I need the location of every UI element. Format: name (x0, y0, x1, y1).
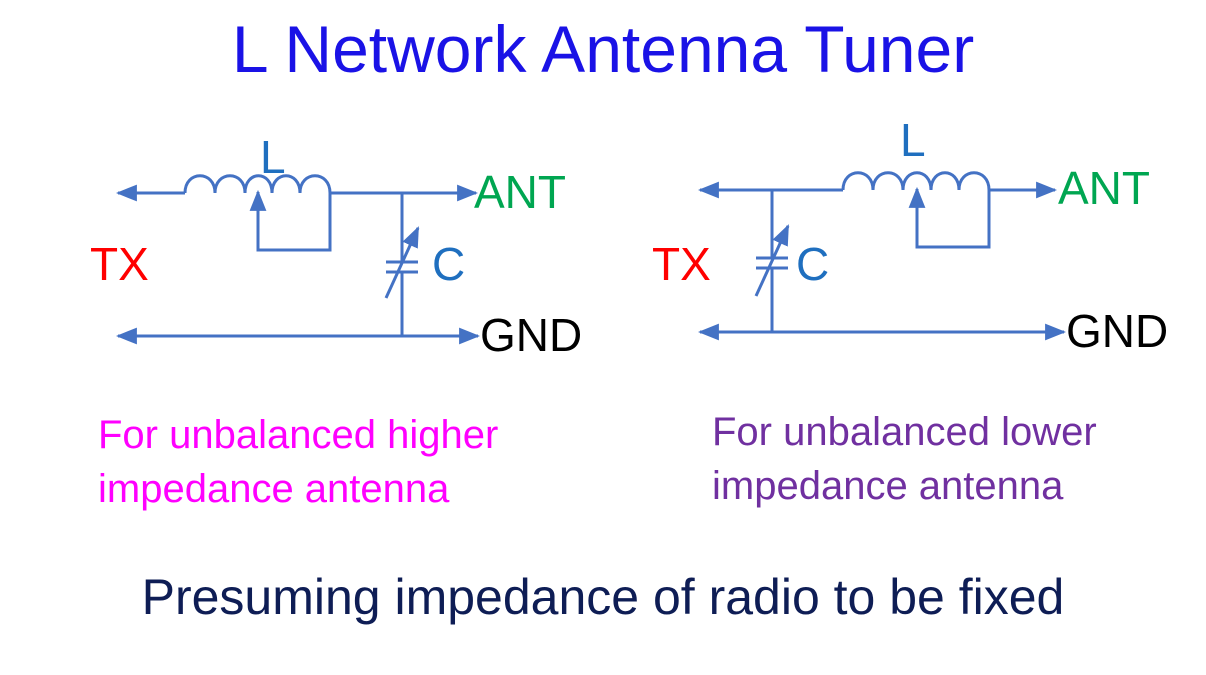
right-tx-label: TX (652, 238, 711, 290)
page-title: L Network Antenna Tuner (231, 12, 975, 86)
left-inductor-tap (249, 189, 332, 252)
left-caption: For unbalanced higher impedance antenna (98, 413, 499, 511)
right-gnd-label: GND (1066, 305, 1169, 357)
left-inductor (183, 174, 332, 194)
footer-note: Presuming impedance of radio to be fixed (141, 569, 1065, 625)
left-capacitor-label: C (432, 238, 466, 290)
right-cap-variable-arrow (754, 224, 790, 297)
right-inductor-tap (908, 186, 991, 249)
left-gnd-label: GND (480, 309, 583, 361)
left-circuit (115, 174, 481, 345)
right-caption: For unbalanced lower impedance antenna (712, 410, 1097, 508)
right-inductor (841, 171, 991, 191)
right-capacitor-label: C (796, 238, 830, 290)
right-ant-label: ANT (1058, 162, 1150, 214)
left-tx-label: TX (90, 238, 149, 290)
left-ant-label: ANT (474, 166, 566, 218)
left-inductor-label: L (260, 131, 286, 183)
right-inductor-label: L (900, 114, 926, 166)
right-circuit (697, 171, 1067, 341)
left-cap-variable-arrow (384, 226, 420, 299)
